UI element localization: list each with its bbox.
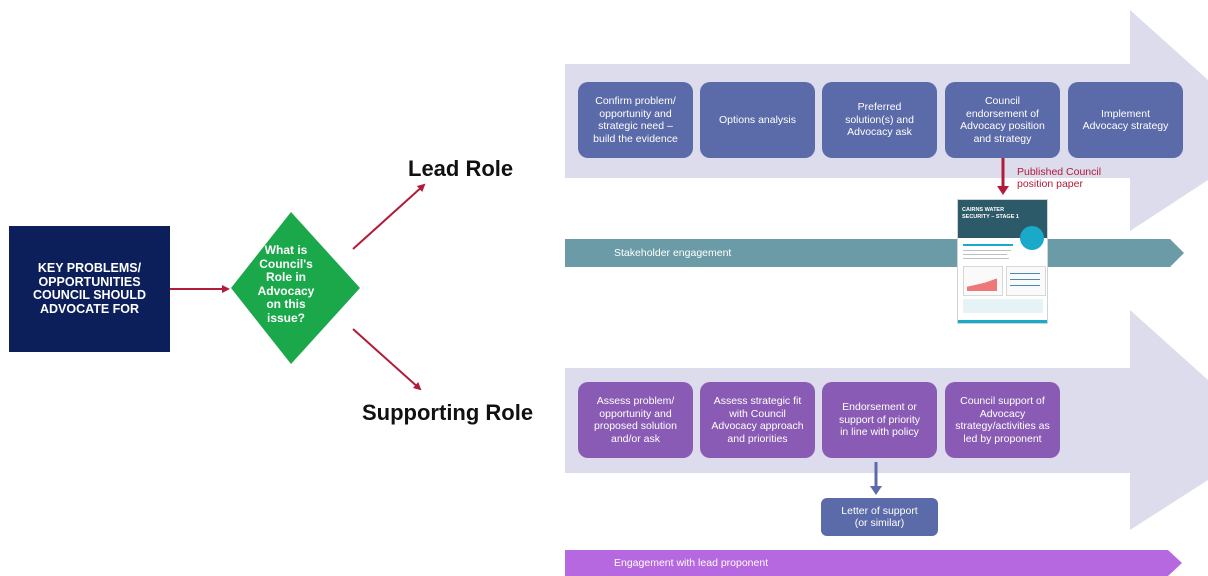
thumbnail-text-line	[963, 254, 1007, 255]
decision-diamond	[231, 212, 360, 364]
position-paper-thumbnail: CAIRNS WATER SECURITY – STAGE 1	[957, 199, 1048, 324]
support-step-council-support: Council support of Advocacy strategy/act…	[945, 382, 1060, 458]
support-step-assess-problem: Assess problem/ opportunity and proposed…	[578, 382, 693, 458]
stakeholder-engagement-label: Stakeholder engagement	[614, 247, 732, 259]
support-step-assess-fit: Assess strategic fit with Council Advoca…	[700, 382, 815, 458]
supporting-role-label: Supporting Role	[362, 400, 534, 425]
lead-step-confirm-problem: Confirm problem/ opportunity and strateg…	[578, 82, 693, 158]
thumbnail-chart-left	[963, 266, 1003, 296]
thumbnail-footer	[958, 320, 1047, 323]
lead-step-preferred-solution: Preferred solution(s) and Advocacy ask	[822, 82, 937, 158]
key-problems-box: KEY PROBLEMS/ OPPORTUNITIES COUNCIL SHOU…	[9, 226, 170, 352]
thumbnail-text-line	[963, 250, 1011, 251]
letter-of-support-box: Letter of support (or similar)	[821, 498, 938, 536]
thumbnail-photo-strip	[963, 299, 1043, 313]
thumbnail-title: CAIRNS WATER SECURITY – STAGE 1	[962, 207, 1019, 220]
thumbnail-text-line	[963, 258, 1009, 259]
lead-step-council-endorsement: Council endorsement of Advocacy position…	[945, 82, 1060, 158]
lead-role-label: Lead Role	[408, 156, 514, 181]
water-drop-icon	[1020, 226, 1044, 250]
decision-question: What is Council's Role in Advocacy on th…	[257, 243, 315, 325]
lead-step-implement-strategy: Implement Advocacy strategy	[1068, 82, 1183, 158]
thumbnail-rule	[963, 244, 1013, 246]
thumbnail-chart-right	[1006, 266, 1046, 296]
letter-arrowhead	[870, 486, 882, 495]
lead-step-options-analysis: Options analysis	[700, 82, 815, 158]
lead-proponent-engagement-label: Engagement with lead proponent	[614, 557, 769, 569]
decision-to-supporting-arrow	[352, 328, 422, 391]
support-step-endorsement: Endorsement or support of priority in li…	[822, 382, 937, 458]
published-paper-label: Published Council position paper	[1017, 166, 1102, 190]
lead-proponent-engagement-band	[565, 550, 1182, 576]
decision-to-lead-arrow	[352, 183, 426, 250]
endorsement-arrowhead	[997, 186, 1009, 195]
